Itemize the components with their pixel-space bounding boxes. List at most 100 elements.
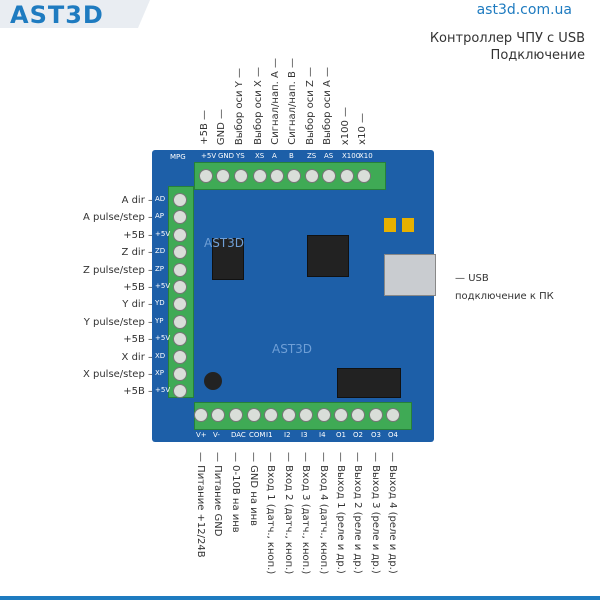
terminal-screw[interactable] xyxy=(351,408,365,422)
terminal-screw[interactable] xyxy=(173,227,187,242)
capacitor xyxy=(384,218,396,232)
terminal-screw[interactable] xyxy=(173,245,187,260)
terminal-screw[interactable] xyxy=(247,408,261,422)
bottom-label: — Вход 2 (датч., кноп.) xyxy=(283,452,294,575)
terminal-screw[interactable] xyxy=(234,169,248,183)
terminal-screw[interactable] xyxy=(173,349,187,364)
capacitor xyxy=(402,218,414,232)
pin-label: DAC xyxy=(231,431,246,439)
terminal-screw[interactable] xyxy=(253,169,267,183)
logo-text: AST3D xyxy=(10,1,104,29)
top-label: x10 — xyxy=(357,113,368,145)
terminal-screw[interactable] xyxy=(173,384,187,399)
usb-port[interactable] xyxy=(384,254,436,296)
pin-label: V- xyxy=(213,431,220,439)
usb-label: — USB xyxy=(455,273,489,284)
bottom-label: — Вход 4 (датч., кноп.) xyxy=(318,452,329,575)
terminal-screw[interactable] xyxy=(270,169,284,183)
terminal-screw[interactable] xyxy=(305,169,319,183)
mpg-label: MPG xyxy=(170,153,186,161)
pin-label: I3 xyxy=(301,431,308,439)
page-title: Контроллер ЧПУ с USB xyxy=(429,31,585,46)
pin-label: GND xyxy=(218,152,235,160)
top-label: Сигнал/нап. B — xyxy=(287,58,298,145)
terminal-screw[interactable] xyxy=(287,169,301,183)
bottom-label: — Выход 4 (реле и др.) xyxy=(387,452,398,574)
terminal-screw[interactable] xyxy=(173,210,187,225)
top-label: x100 — xyxy=(340,106,351,145)
terminal-screw[interactable] xyxy=(173,193,187,207)
pin-label: O4 xyxy=(388,431,398,439)
terminal-screw[interactable] xyxy=(357,169,371,183)
bottom-label: — Вход 1 (датч., кноп.) xyxy=(265,452,276,575)
pin-label: ZS xyxy=(307,152,317,160)
top-label: Выбор оси Z — xyxy=(305,67,316,145)
pin-label: O1 xyxy=(336,431,346,439)
pin-label: I1 xyxy=(266,431,273,439)
terminal-screw[interactable] xyxy=(317,408,331,422)
pin-label: X100 xyxy=(342,152,361,160)
pin-label: B xyxy=(289,152,294,160)
bottom-label: — 0-10В на инв xyxy=(230,452,241,533)
terminal-screw[interactable] xyxy=(211,408,225,422)
pin-label: +5V xyxy=(155,386,171,395)
bottom-label: — Выход 2 (реле и др.) xyxy=(352,452,363,574)
pin-label: I2 xyxy=(284,431,291,439)
terminal-screw[interactable] xyxy=(173,262,187,277)
terminal-screw[interactable] xyxy=(199,169,213,183)
terminal-screw[interactable] xyxy=(334,408,348,422)
usb-label-desc: подключение к ПК xyxy=(455,291,554,302)
terminal-screw[interactable] xyxy=(322,169,336,183)
terminal-screw[interactable] xyxy=(216,169,230,183)
pin-label: +5V xyxy=(155,229,171,238)
terminal-screw[interactable] xyxy=(173,314,187,329)
terminal-screw[interactable] xyxy=(173,280,187,294)
pin-label: O2 xyxy=(353,431,363,439)
left-label: Z pulse/step — xyxy=(82,264,158,276)
top-label: GND — xyxy=(216,108,227,145)
pin-label: +5V xyxy=(155,282,171,290)
pin-label: ZP xyxy=(155,264,165,273)
electrolytic-capacitor xyxy=(204,372,222,390)
bottom-label: — Питание GND xyxy=(212,452,223,537)
top-label: Выбор оси A — xyxy=(322,67,333,145)
terminal-screw[interactable] xyxy=(340,169,354,183)
terminal-screw[interactable] xyxy=(264,408,278,422)
terminal-screw[interactable] xyxy=(194,408,208,422)
terminal-screw[interactable] xyxy=(229,408,243,422)
relay-driver-chip xyxy=(337,368,401,398)
left-label: +5В — xyxy=(123,282,158,293)
page-subtitle: Подключение xyxy=(490,48,585,63)
left-label: X pulse/step — xyxy=(82,369,158,380)
terminal-screw[interactable] xyxy=(282,408,296,422)
logo: AST3D xyxy=(0,0,150,28)
pin-label: XS xyxy=(255,152,265,160)
terminal-screw[interactable] xyxy=(386,408,400,422)
pin-label: XD xyxy=(155,351,166,360)
terminal-screw[interactable] xyxy=(369,408,383,422)
pin-label: YD xyxy=(155,299,165,308)
pin-label: ZD xyxy=(155,247,166,256)
silk-logo: AST3D xyxy=(204,236,245,250)
bottom-label: — Питание +12/24В xyxy=(195,452,206,558)
pin-label: AS xyxy=(324,152,334,160)
terminal-screw[interactable] xyxy=(299,408,313,422)
top-label: Выбор оси Y — xyxy=(234,67,245,145)
bottom-label: — GND на инв xyxy=(248,452,259,527)
left-label: A pulse/step — xyxy=(82,212,158,224)
terminal-screw[interactable] xyxy=(173,367,187,381)
left-label: Y dir — xyxy=(122,299,158,311)
top-label: Выбор оси X — xyxy=(253,67,264,145)
top-label: Сигнал/нап. A — xyxy=(270,58,281,145)
pin-label: I4 xyxy=(319,431,326,439)
bottom-label: — Выход 3 (реле и др.) xyxy=(370,452,381,574)
ic-chip xyxy=(212,238,244,280)
usb-label-title: USB xyxy=(468,273,489,284)
top-label: +5В — xyxy=(199,110,210,145)
terminal-screw[interactable] xyxy=(173,332,187,347)
pin-label: XP xyxy=(155,369,165,377)
footer-bar xyxy=(0,596,600,600)
terminal-screw[interactable] xyxy=(173,297,187,312)
site-url[interactable]: ast3d.com.ua xyxy=(476,2,572,18)
pin-label: YP xyxy=(155,316,164,325)
